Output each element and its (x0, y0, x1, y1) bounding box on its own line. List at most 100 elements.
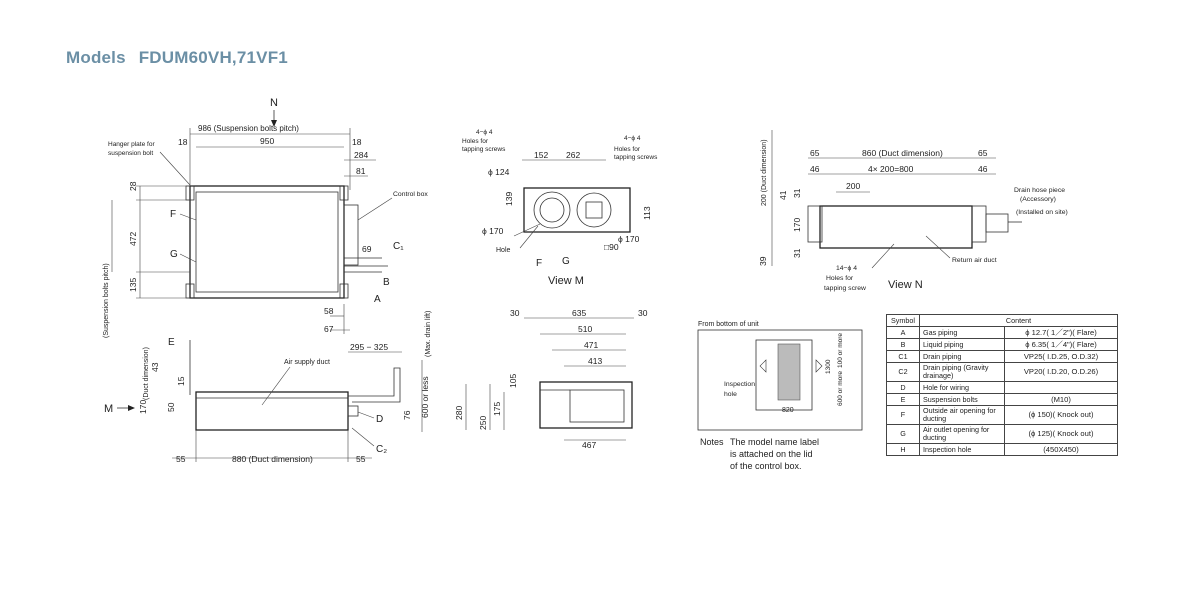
dim-467: 467 (582, 440, 596, 450)
table-row: F Outside air opening for ducting (ϕ 150… (886, 405, 1118, 425)
dim-phi170b: ϕ 170 (618, 234, 640, 244)
dim-39: 39 (758, 256, 768, 266)
dim-295-325: 295 − 325 (350, 342, 388, 352)
dim-65b: 65 (978, 148, 988, 158)
control-box (343, 204, 359, 266)
dim-600: 600 or less (420, 376, 430, 418)
dim-43: 43 (150, 362, 160, 372)
dim-175: 175 (492, 402, 502, 416)
label-B: B (383, 277, 390, 288)
table-row: D Hole for wiring (886, 381, 1118, 394)
table-row: B Liquid piping ϕ 6.35( 1／4")( Flare) (886, 338, 1118, 351)
holes-r3: tapping screws (614, 154, 658, 161)
dim-986: 986 (Suspension bolts pitch) (198, 124, 299, 133)
outlet-circle-left (533, 191, 571, 229)
dim-250: 250 (478, 416, 488, 430)
dim-100-more: 100 or more (837, 333, 844, 368)
dim-46a: 46 (810, 164, 820, 174)
bolts-pitch-label: (Suspension bolts pitch) (103, 263, 110, 338)
dim-4x200: 4× 200=800 (868, 164, 914, 174)
holes-n-2: Holes for (826, 275, 854, 282)
view-n-title: View N (888, 279, 923, 291)
dim-phi124: ϕ 124 (488, 167, 510, 177)
inspection-view: From bottom of unit Inspection hole 820 … (697, 321, 863, 431)
dim-65a: 65 (810, 148, 820, 158)
dim-170n: 170 (792, 218, 802, 232)
hanger-label-2: suspension bolt (108, 150, 153, 157)
models-label: Models (66, 48, 126, 67)
dim-1300: 1300 (825, 359, 832, 374)
return-air-label: Return air duct (952, 257, 997, 264)
table-row: H Inspection hole (450X450) (886, 443, 1118, 456)
dim-152: 152 (534, 150, 548, 160)
dim-105: 105 (508, 374, 518, 388)
drain-hose-1: Drain hose piece (1014, 187, 1065, 194)
dim-phi170a: ϕ 170 (482, 226, 504, 236)
dim-31a: 31 (792, 188, 802, 198)
dim-860: 860 (Duct dimension) (862, 148, 943, 158)
side-view: 30 635 30 510 471 413 105 175 250 280 46… (454, 308, 648, 450)
duct-dim-label: (Duct dimension) (143, 347, 150, 400)
dim-472: 472 (128, 232, 138, 246)
spec-table: Symbol Content A Gas piping ϕ 12.7( 1／2"… (886, 314, 1118, 456)
dim-635: 635 (572, 308, 586, 318)
dim-280: 280 (454, 406, 464, 420)
models-value: FDUM60VH,71VF1 (138, 48, 288, 67)
dim-471: 471 (584, 340, 598, 350)
label-G-top: G (170, 249, 178, 260)
notes-line-2: is attached on the lid (730, 449, 813, 459)
notes-label: Notes (700, 437, 724, 447)
holes-n-3: tapping screw (824, 285, 866, 292)
hole-label: Hole (496, 247, 511, 254)
unit-body-side (539, 381, 633, 429)
table-row: C2 Drain piping (Gravity drainage) VP20(… (886, 362, 1118, 382)
dim-28: 28 (128, 181, 138, 191)
dim-55a: 55 (176, 454, 186, 464)
holes-l3: tapping screws (462, 146, 506, 153)
label-E: E (168, 337, 175, 348)
dim-69: 69 (362, 244, 372, 254)
dim-30b: 30 (638, 308, 648, 318)
dim-170: 170 (138, 400, 148, 414)
label-C1: C₁ (393, 241, 404, 252)
view-m: 4−ϕ 4 Holes for tapping screws 4−ϕ 4 Hol… (462, 129, 658, 287)
dim-880: 880 (Duct dimension) (232, 454, 313, 464)
view-m-title: View M (548, 275, 584, 287)
inspection-unit (755, 339, 813, 411)
holes-n-1: 14−ϕ 4 (836, 265, 857, 272)
front-view: E (Duct dimension) 43 15 170 50 M Air su… (104, 311, 432, 464)
view-m-marker: M (104, 403, 113, 415)
dim-18b: 18 (352, 137, 362, 147)
holes-l1: 4−ϕ 4 (476, 129, 493, 136)
control-box-label: Control box (393, 191, 428, 198)
top-view: N 986 (Suspension bolts pitch) 950 18 18… (103, 97, 428, 338)
label-A: A (374, 294, 381, 305)
drain-hose-2: (Accessory) (1020, 196, 1056, 203)
dim-113: 113 (642, 206, 652, 220)
dim-box90: □90 (604, 242, 619, 252)
view-n-marker: N (270, 97, 278, 109)
air-supply-label: Air supply duct (284, 359, 330, 366)
table-row: C1 Drain piping VP25( I.D.25, O.D.32) (886, 350, 1118, 363)
header-content: Content (919, 314, 1118, 327)
view-n: 65 860 (Duct dimension) 65 46 4× 200=800… (758, 130, 1068, 292)
label-C2: C₂ (376, 444, 387, 455)
dim-41: 41 (778, 190, 788, 200)
view-m-panel (523, 187, 631, 233)
dim-76: 76 (402, 410, 412, 420)
dim-55b: 55 (356, 454, 366, 464)
dim-413: 413 (588, 356, 602, 366)
label-G-m: G (562, 256, 570, 267)
outlet-circle-right (576, 192, 612, 228)
dim-600-more: 600 or more (837, 371, 844, 406)
header-symbol: Symbol (886, 314, 920, 327)
dim-510: 510 (578, 324, 592, 334)
insp-label-2: hole (724, 391, 737, 398)
from-bottom-title: From bottom of unit (698, 321, 759, 328)
dim-284: 284 (354, 150, 368, 160)
dim-58: 58 (324, 306, 334, 316)
holes-r2: Holes for (614, 146, 641, 153)
dim-200-duct: 200 (Duct dimension) (761, 139, 768, 206)
dim-950: 950 (260, 136, 274, 146)
